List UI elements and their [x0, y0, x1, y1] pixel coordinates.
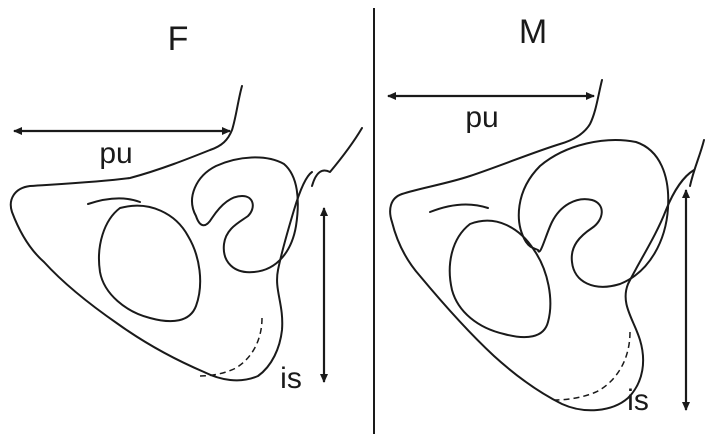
- obturator-foramen-female: [99, 206, 200, 321]
- iliopectineal-line-male: [430, 205, 488, 212]
- panel-female: F pu is: [11, 20, 362, 395]
- ischial-spine-female: [312, 128, 362, 186]
- ischial-contour-female: [200, 318, 262, 376]
- ischial-spine-male: [690, 140, 704, 186]
- ischial-contour-male: [554, 332, 630, 400]
- ischium-label-female: is: [280, 362, 302, 395]
- iliopectineal-line-female: [88, 198, 140, 204]
- obturator-foramen-male: [450, 221, 551, 337]
- pubis-label-male: pu: [465, 101, 498, 134]
- pubis-label-female: pu: [99, 137, 132, 170]
- panel-male: M pu is: [388, 13, 704, 417]
- panel-title-male: M: [519, 13, 547, 51]
- ischium-label-male: is: [627, 384, 649, 417]
- panel-title-female: F: [168, 20, 189, 58]
